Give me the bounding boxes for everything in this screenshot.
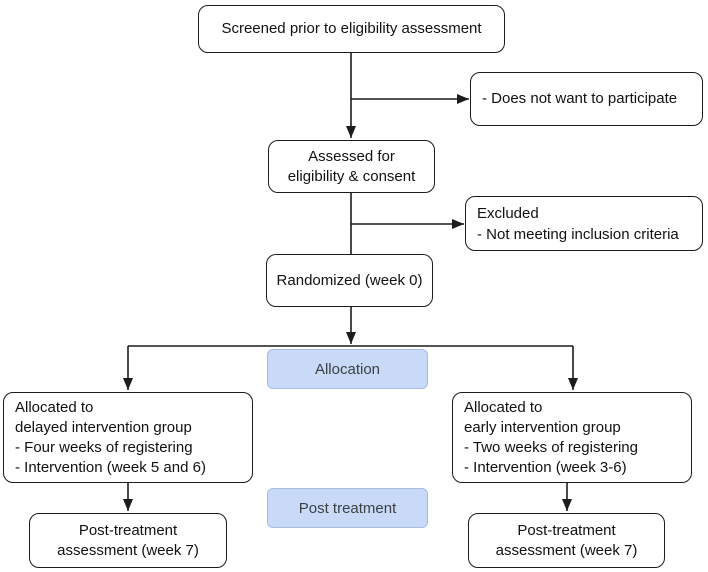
allocated-delayed-node: Allocated to delayed intervention group … [3, 392, 253, 483]
allocation-banner-label: Allocation [314, 360, 381, 378]
allocated-early-node: Allocated to early intervention group - … [452, 392, 692, 483]
post-treatment-banner-label: Post treatment [298, 499, 397, 517]
post-assessment-delayed-node: Post-treatment assessment (week 7) [29, 513, 227, 568]
allocation-banner: Allocation [267, 349, 428, 389]
does-not-want-label: - Does not want to participate [482, 90, 678, 107]
randomized-label: Randomized (week 0) [276, 271, 423, 289]
post-treatment-banner: Post treatment [267, 488, 428, 528]
allocated-delayed-line-3: - Four weeks of registering [15, 438, 193, 456]
post-early-line-1: Post-treatment [517, 521, 616, 539]
allocated-delayed-line-4: - Intervention (week 5 and 6) [15, 458, 206, 476]
allocated-early-line-1: Allocated to [464, 398, 543, 416]
screened-node: Screened prior to eligibility assessment [198, 5, 505, 53]
post-assessment-early-node: Post-treatment assessment (week 7) [468, 513, 665, 568]
randomized-node: Randomized (week 0) [266, 254, 433, 307]
allocated-early-line-3: - Two weeks of registering [464, 438, 638, 456]
screened-label: Screened prior to eligibility assessment [221, 20, 482, 37]
excluded-node: Excluded - Not meeting inclusion criteri… [465, 196, 703, 251]
post-early-line-2: assessment (week 7) [495, 541, 638, 559]
allocated-delayed-line-1: Allocated to [15, 398, 94, 416]
excluded-line-2: - Not meeting inclusion criteria [477, 225, 679, 243]
excluded-line-1: Excluded [477, 204, 539, 222]
allocated-early-line-4: - Intervention (week 3-6) [464, 458, 627, 476]
allocated-early-line-2: early intervention group [464, 418, 621, 436]
assessed-line-2: eligibility & consent [287, 167, 416, 185]
post-delayed-line-1: Post-treatment [78, 521, 178, 539]
assessed-node: Assessed for eligibility & consent [268, 140, 435, 193]
post-delayed-line-2: assessment (week 7) [57, 541, 199, 559]
does-not-want-node: - Does not want to participate [470, 72, 703, 126]
allocated-delayed-line-2: delayed intervention group [15, 418, 192, 436]
assessed-line-1: Assessed for [308, 147, 395, 165]
